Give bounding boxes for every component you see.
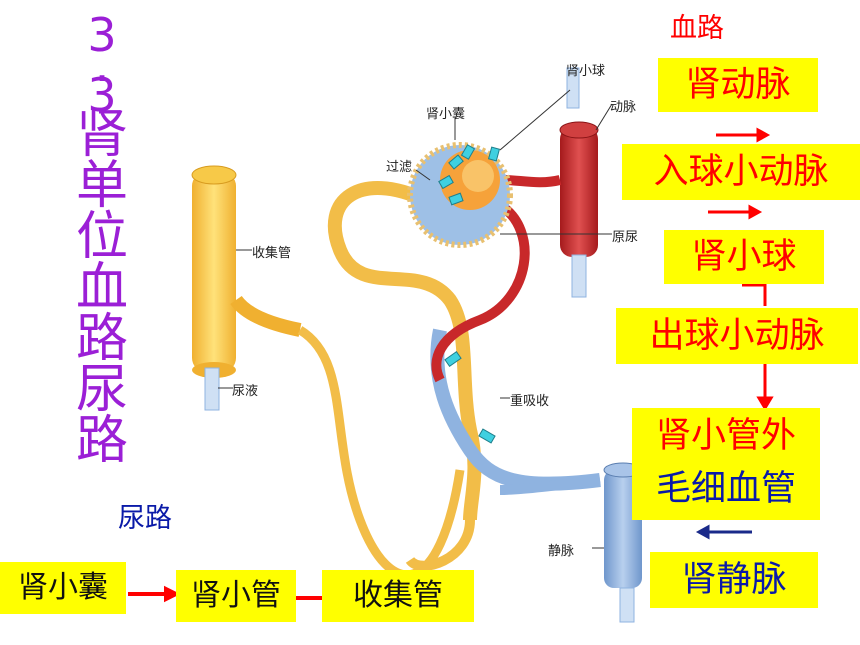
label-reabsorption: 重吸收 xyxy=(510,394,550,409)
urine-step-tubule: 肾小管 xyxy=(176,570,296,622)
title-char: 尿 xyxy=(75,360,128,420)
title-number-char: . xyxy=(94,38,110,92)
blood-step-afferent-arteriole: 入球小动脉 xyxy=(622,144,860,200)
tubule-connecting xyxy=(297,326,465,580)
title-char: 单 xyxy=(75,156,128,216)
label-collecting-duct: 收集管 xyxy=(252,246,292,261)
label-glomerulus: 肾小球 xyxy=(566,64,606,79)
urine-step-collecting-duct: 收集管 xyxy=(322,570,474,622)
blood-path-heading: 血路 xyxy=(670,13,724,44)
blood-step-glomerulus: 肾小球 xyxy=(664,230,824,284)
renal-artery xyxy=(504,121,599,257)
title-char: 路 xyxy=(75,411,128,471)
vein-arrow xyxy=(695,524,752,540)
title-char: 路 xyxy=(75,309,128,369)
blood-step-renal-vein: 肾静脉 xyxy=(650,552,818,608)
urine-step-bowman-capsule: 肾小囊 xyxy=(0,562,126,614)
label-primary-urine: 原尿 xyxy=(612,230,639,245)
title-char: 肾 xyxy=(75,105,128,165)
blood-step-capillary-line2: 毛细血管 xyxy=(655,469,796,509)
label-vein: 静脉 xyxy=(548,544,575,559)
flow-arrows xyxy=(204,67,635,623)
filtration-arrows xyxy=(438,144,501,444)
label-filtration: 过滤 xyxy=(386,160,413,175)
blood-step-efferent-arteriole: 出球小动脉 xyxy=(616,308,858,364)
collecting-duct xyxy=(191,165,302,378)
urine-path-heading: 尿路 xyxy=(118,503,172,534)
label-artery: 动脉 xyxy=(610,100,637,115)
label-bowman-capsule: 肾小囊 xyxy=(426,107,466,122)
blood-step-renal-artery: 肾动脉 xyxy=(658,58,818,112)
title-char: 位 xyxy=(75,207,128,267)
label-urine: 尿液 xyxy=(232,384,259,399)
leader-lines xyxy=(218,89,613,549)
blood-step-capillary-line1: 肾小管外 xyxy=(655,416,796,456)
urine-arrows xyxy=(128,585,322,603)
efferent-arteriole xyxy=(431,200,530,383)
title-char: 血 xyxy=(75,258,128,318)
blood-arrows xyxy=(708,127,774,411)
blood-step-capillary-box: 肾小管外 毛细血管 xyxy=(632,408,820,520)
